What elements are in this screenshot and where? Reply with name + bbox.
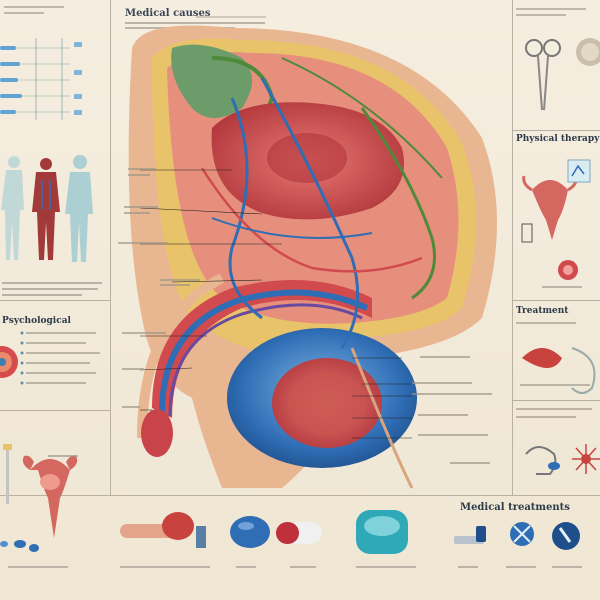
human-figure-icon bbox=[1, 155, 93, 262]
uterus-icon bbox=[0, 444, 78, 552]
header-psychological: Psychological bbox=[2, 316, 71, 326]
ring-icon bbox=[516, 408, 600, 475]
header-physical-therapy: Physical therapy bbox=[516, 134, 600, 144]
scissors-icon bbox=[516, 8, 600, 111]
bottom-divider bbox=[0, 495, 600, 496]
header-medical-treatments: Medical treatments bbox=[460, 502, 570, 513]
anatomy-diagram bbox=[128, 25, 497, 489]
psychological-list bbox=[0, 331, 100, 385]
device-icon bbox=[120, 512, 210, 568]
header-treatment: Treatment bbox=[516, 306, 569, 316]
pill-icon bbox=[230, 516, 270, 568]
capsule-icon bbox=[276, 522, 322, 568]
medical-treatments-row bbox=[8, 510, 582, 568]
physical-therapy-icons bbox=[521, 159, 591, 288]
right-section-divider-3 bbox=[512, 400, 600, 401]
left-section-divider-2 bbox=[0, 410, 110, 411]
right-section-divider-2 bbox=[512, 300, 600, 301]
left-column-divider bbox=[110, 0, 111, 495]
syringe-icon bbox=[454, 522, 582, 568]
left-top-list bbox=[0, 6, 82, 120]
patch-icon bbox=[356, 510, 416, 568]
treatment-icons bbox=[516, 322, 596, 394]
header-medical-causes: Medical causes bbox=[125, 8, 211, 19]
left-section-divider bbox=[0, 300, 110, 301]
right-column-divider bbox=[512, 0, 513, 495]
right-section-divider-1 bbox=[512, 130, 600, 131]
